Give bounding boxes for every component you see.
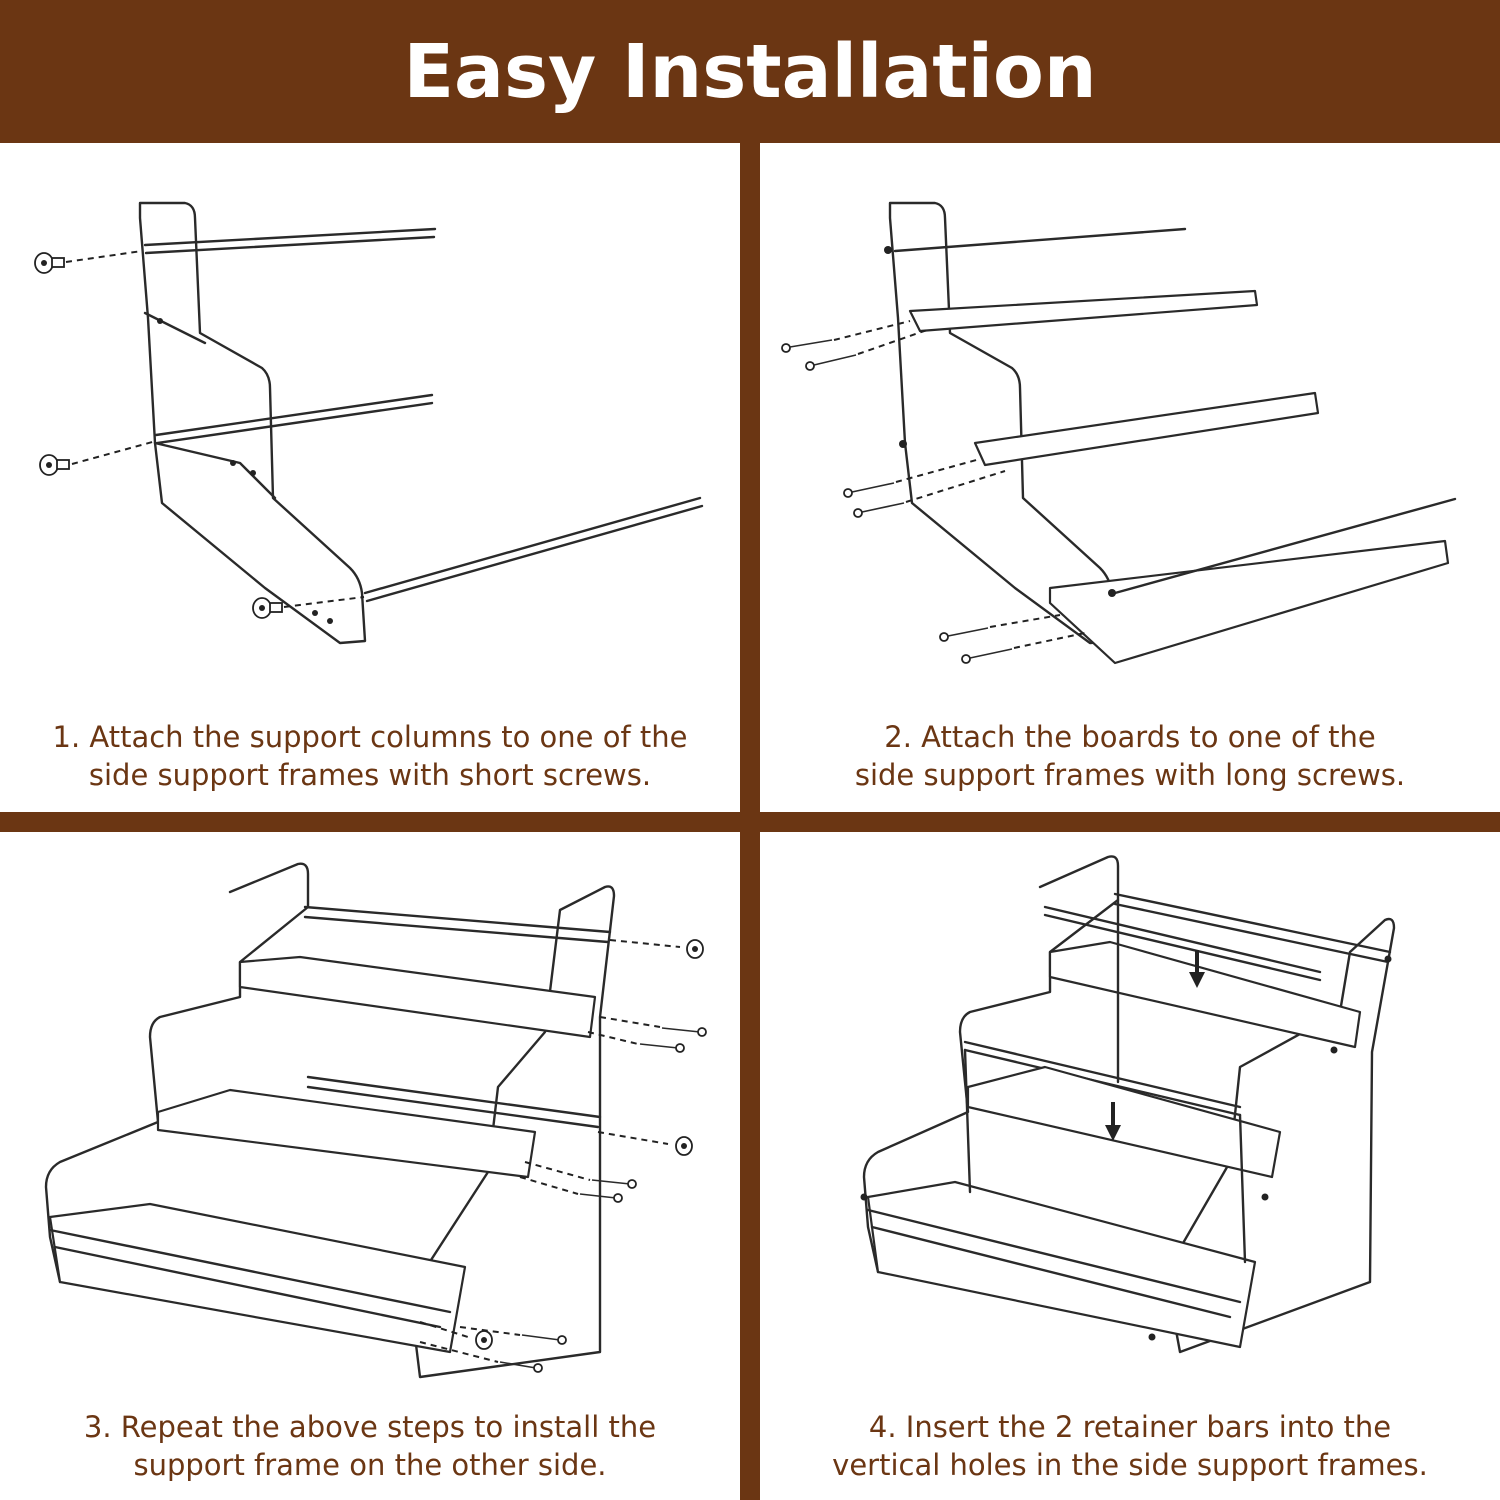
board-middle: [966, 1065, 1282, 1179]
header-banner: Easy Installation: [0, 0, 1500, 143]
step-1-line-1: 1. Attach the support columns to one of …: [52, 720, 688, 754]
step-1-panel: 1. Attach the support columns to one of …: [0, 143, 740, 812]
step-2-illustration: [781, 201, 1457, 665]
long-screw-icon: [853, 502, 905, 518]
board-top: [1048, 940, 1362, 1049]
step-1-illustration: [34, 201, 704, 645]
board-bottom: [48, 1202, 467, 1354]
board-bottom: [866, 1180, 1257, 1349]
long-screw-icon: [579, 1193, 623, 1203]
side-frame: [138, 201, 367, 645]
step-3-illustration: [44, 862, 707, 1379]
short-screw-icon: [475, 1330, 493, 1350]
side-frame: [888, 201, 1117, 645]
page-title: Easy Installation: [403, 28, 1097, 115]
board-top: [238, 955, 597, 1039]
long-screw-icon: [521, 1334, 567, 1345]
step-3-caption: 3. Repeat the above steps to install the…: [10, 1408, 730, 1484]
step-3-line-2: support frame on the other side.: [133, 1448, 607, 1482]
step-3-line-1: 3. Repeat the above steps to install the: [83, 1410, 657, 1444]
step-2-line-1: 2. Attach the boards to one of the: [884, 720, 1376, 754]
step-2-panel: 2. Attach the boards to one of the side …: [760, 143, 1500, 812]
short-screw-icon: [252, 597, 283, 619]
short-screw-icon: [39, 454, 70, 476]
step-4-line-2: vertical holes in the side support frame…: [832, 1448, 1428, 1482]
support-column-top: [143, 227, 437, 255]
short-screw-icon: [675, 1136, 693, 1156]
long-screw-icon: [661, 1027, 707, 1037]
step-1-caption: 1. Attach the support columns to one of …: [10, 718, 730, 794]
left-side-frame: [44, 862, 310, 1284]
long-screw-icon: [961, 648, 1013, 664]
step-3-panel: 3. Repeat the above steps to install the…: [0, 832, 740, 1500]
long-screw-icon: [781, 339, 833, 353]
down-arrow-icon: [1189, 950, 1205, 988]
board-middle: [973, 391, 1320, 467]
board-top: [908, 289, 1259, 333]
step-4-caption: 4. Insert the 2 retainer bars into the v…: [770, 1408, 1490, 1484]
left-side-frame: [862, 855, 1120, 1274]
short-screw-icon: [686, 939, 704, 959]
step-4-illustration: [860, 855, 1396, 1354]
support-column-middle: [154, 393, 434, 445]
board-bottom: [1048, 539, 1450, 665]
step-2-line-2: side support frames with long screws.: [854, 758, 1406, 792]
long-screw-icon: [591, 1179, 637, 1189]
long-screw-icon: [939, 627, 989, 642]
step-2-caption: 2. Attach the boards to one of the side …: [770, 718, 1490, 794]
retainer-bar-top: [1043, 905, 1322, 982]
long-screw-icon: [499, 1361, 543, 1373]
long-screw-icon: [639, 1043, 685, 1053]
step-4-panel: 4. Insert the 2 retainer bars into the v…: [760, 832, 1500, 1500]
step-4-line-1: 4. Insert the 2 retainer bars into the: [868, 1410, 1392, 1444]
short-screw-icon: [34, 252, 65, 274]
step-1-line-2: side support frames with short screws.: [88, 758, 652, 792]
long-screw-icon: [805, 354, 857, 371]
support-column-bottom: [363, 496, 704, 603]
board-middle: [156, 1088, 537, 1179]
down-arrow-icon: [1105, 1102, 1121, 1141]
long-screw-icon: [843, 482, 895, 498]
